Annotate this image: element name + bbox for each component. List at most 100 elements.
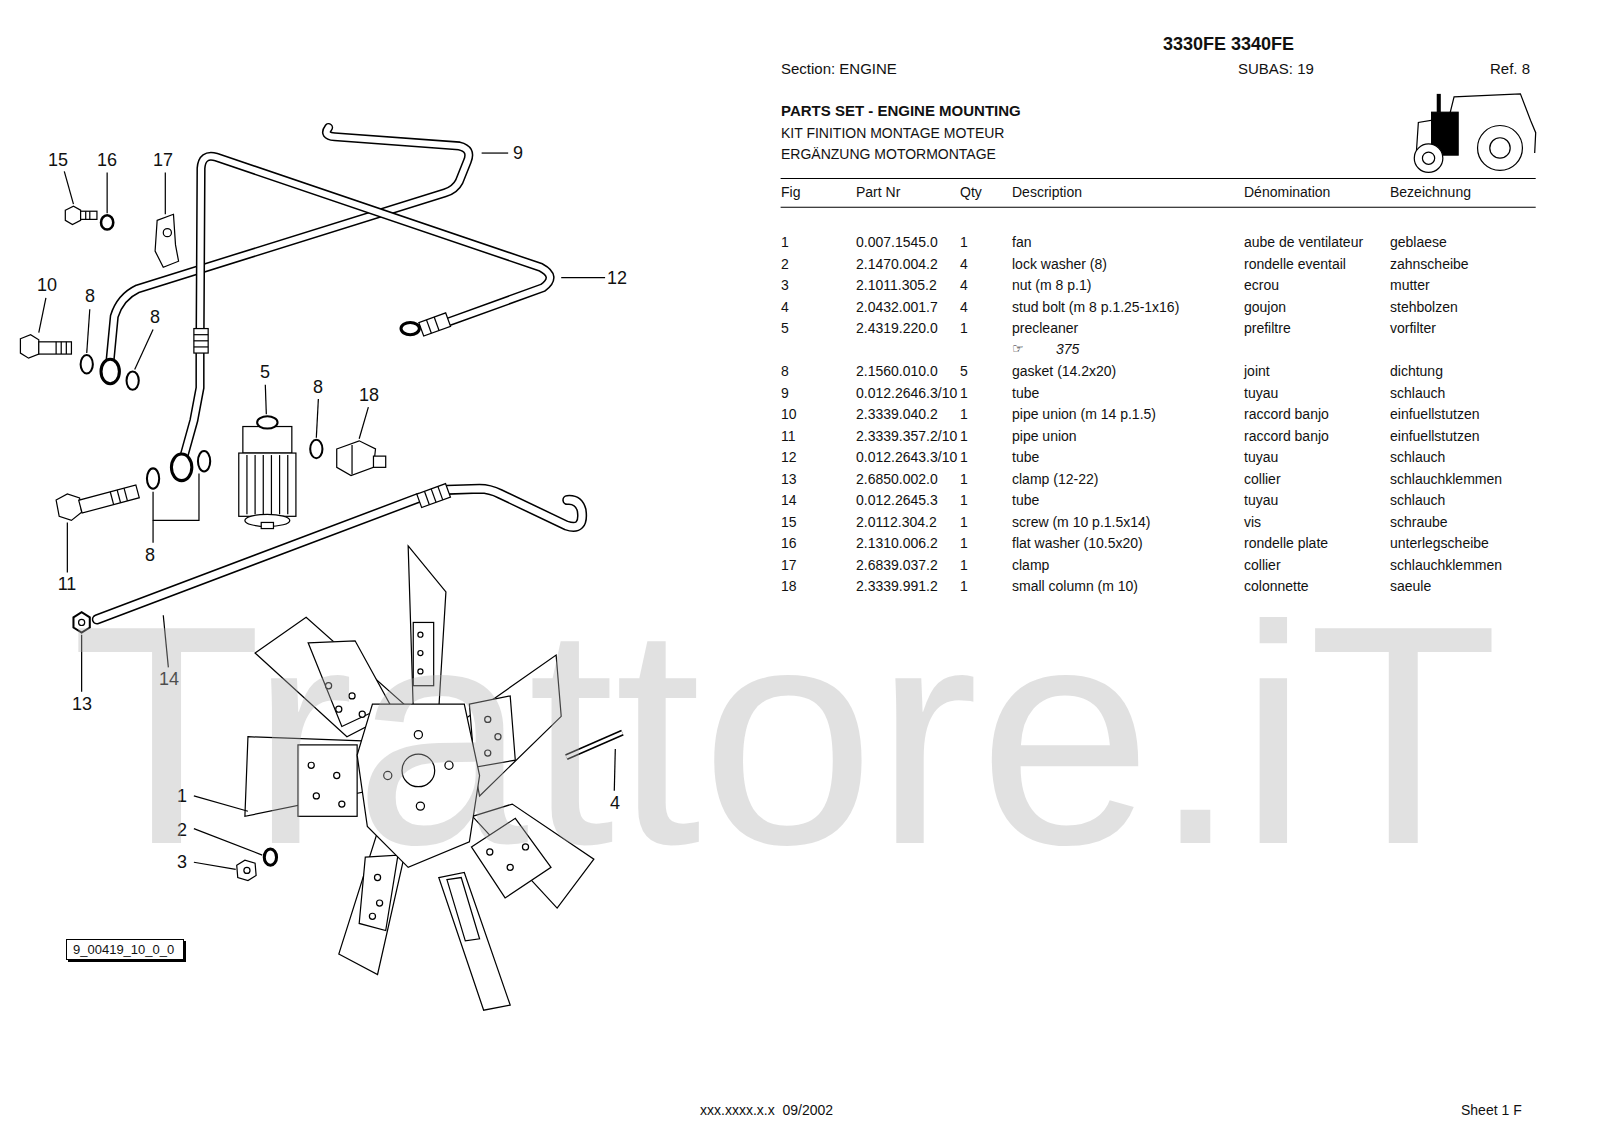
table-cell: 2.1310.006.2 xyxy=(856,535,938,551)
watermark: Trattore.iT xyxy=(71,579,1498,891)
fan xyxy=(245,546,594,1010)
table-cell: 2.3339.040.2 xyxy=(856,406,938,422)
table-cell: fan xyxy=(1012,234,1031,250)
callout-number: 15 xyxy=(48,150,68,171)
exploded-view xyxy=(20,94,1535,1010)
leader-line xyxy=(39,153,616,869)
table-cell: schlauch xyxy=(1390,449,1445,465)
table-cell: 2.1011.305.2 xyxy=(856,277,937,293)
sheet-number: Sheet 1 F xyxy=(1461,1102,1522,1118)
callout-number: 14 xyxy=(159,669,179,690)
callout-number: 2 xyxy=(177,820,187,841)
table-cell: 4 xyxy=(960,298,968,314)
callout-number: 4 xyxy=(610,793,620,814)
table-cell: small column (m 10) xyxy=(1012,578,1138,594)
table-cell: tube xyxy=(1012,384,1039,400)
table-cell: 11 xyxy=(781,427,796,443)
table-header: Fig xyxy=(781,184,800,200)
table-cell: geblaese xyxy=(1390,234,1447,250)
callout-number: 11 xyxy=(58,574,77,595)
callout-number: 8 xyxy=(150,307,160,328)
callout-number: 8 xyxy=(313,377,323,398)
table-header: Bezeichnung xyxy=(1390,184,1471,200)
table-cell: stud bolt (m 8 p.1.25-1x16) xyxy=(1012,298,1179,314)
table-cell: 1 xyxy=(960,384,968,400)
callout-number: 16 xyxy=(97,150,117,171)
table-cell: 1 xyxy=(960,513,968,529)
table-cell: 18 xyxy=(781,578,797,594)
table-cell: 9 xyxy=(781,384,789,400)
section-name: Section: ENGINE xyxy=(781,60,897,77)
table-header: Dénomination xyxy=(1244,184,1330,200)
table-header: Part Nr xyxy=(856,184,900,200)
table-cell: dichtung xyxy=(1390,363,1443,379)
table-cell: 2.1560.010.0 xyxy=(856,363,938,379)
table-cell: 3 xyxy=(781,277,789,293)
table-cell: schlauch xyxy=(1390,384,1445,400)
table-cell: lock washer (8) xyxy=(1012,255,1107,271)
tube xyxy=(97,128,582,620)
table-cell: 14 xyxy=(781,492,797,508)
table-cell: stehbolzen xyxy=(1390,298,1458,314)
table-cell: schlauch xyxy=(1390,492,1445,508)
subtitle: KIT FINITION MONTAGE MOTEUR xyxy=(781,125,1004,141)
table-cell: colonnette xyxy=(1244,578,1309,594)
table-cell: 2.4319.220.0 xyxy=(856,320,938,336)
table-cell: 17 xyxy=(781,556,797,572)
drawing-number-box: 9_00419_10_0_0 xyxy=(66,939,184,960)
callout-number: 10 xyxy=(37,275,57,296)
table-cell: rondelle eventail xyxy=(1244,255,1346,271)
table-cell: 2.3339.991.2 xyxy=(856,578,938,594)
table-cell: tube xyxy=(1012,449,1039,465)
table-cell: schlauchklemmen xyxy=(1390,556,1502,572)
table-cell: 1 xyxy=(960,320,968,336)
table-cell: raccord banjo xyxy=(1244,406,1329,422)
page-title: PARTS SET - ENGINE MOUNTING xyxy=(781,102,1021,119)
subas-number: SUBAS: 19 xyxy=(1238,60,1314,77)
table-cell: 2 xyxy=(781,255,789,271)
table-cell: 10 xyxy=(781,406,797,422)
precleaner xyxy=(239,416,296,528)
table-cell: 1 xyxy=(960,449,968,465)
table-cell: saeule xyxy=(1390,578,1431,594)
callout-number: 5 xyxy=(260,362,270,383)
table-cell: clamp xyxy=(1012,556,1049,572)
ref-number: Ref. 8 xyxy=(1490,60,1530,77)
table-cell: 1 xyxy=(960,578,968,594)
table-header: Qty xyxy=(960,184,982,200)
table-cell: 1 xyxy=(781,234,789,250)
callout-number: 12 xyxy=(607,268,627,289)
table-cell: zahnscheibe xyxy=(1390,255,1469,271)
note-symbol: ☞ xyxy=(1012,342,1024,357)
table-cell: raccord banjo xyxy=(1244,427,1329,443)
table-cell: 8 xyxy=(781,363,789,379)
table-cell: nut (m 8 p.1) xyxy=(1012,277,1091,293)
table-cell: 0.012.2643.3/10 xyxy=(856,449,957,465)
note-reference: 375 xyxy=(1056,341,1079,357)
table-cell: joint xyxy=(1244,363,1270,379)
callout-number: 9 xyxy=(513,143,523,164)
table-cell: rondelle plate xyxy=(1244,535,1328,551)
table-cell: tuyau xyxy=(1244,449,1278,465)
callout-number: 8 xyxy=(85,286,95,307)
table-cell: 2.0432.001.7 xyxy=(856,298,938,314)
table-cell: 2.6839.037.2 xyxy=(856,556,938,572)
tractor-icon xyxy=(1414,94,1535,173)
callout-number: 3 xyxy=(177,852,187,873)
table-cell: schraube xyxy=(1390,513,1448,529)
table-header: Description xyxy=(1012,184,1082,200)
table-cell: 0.007.1545.0 xyxy=(856,234,938,250)
table-cell: tuyau xyxy=(1244,492,1278,508)
table-cell: 1 xyxy=(960,556,968,572)
table-cell: collier xyxy=(1244,470,1281,486)
table-cell: pipe union xyxy=(1012,427,1077,443)
table-cell: 4 xyxy=(781,298,789,314)
table-cell: 12 xyxy=(781,449,797,465)
table-cell: 5 xyxy=(781,320,789,336)
table-cell: einfuellstutzen xyxy=(1390,427,1480,443)
table-cell: 16 xyxy=(781,535,797,551)
table-cell: prefiltre xyxy=(1244,320,1291,336)
table-cell: 1 xyxy=(960,470,968,486)
table-cell: vis xyxy=(1244,513,1261,529)
